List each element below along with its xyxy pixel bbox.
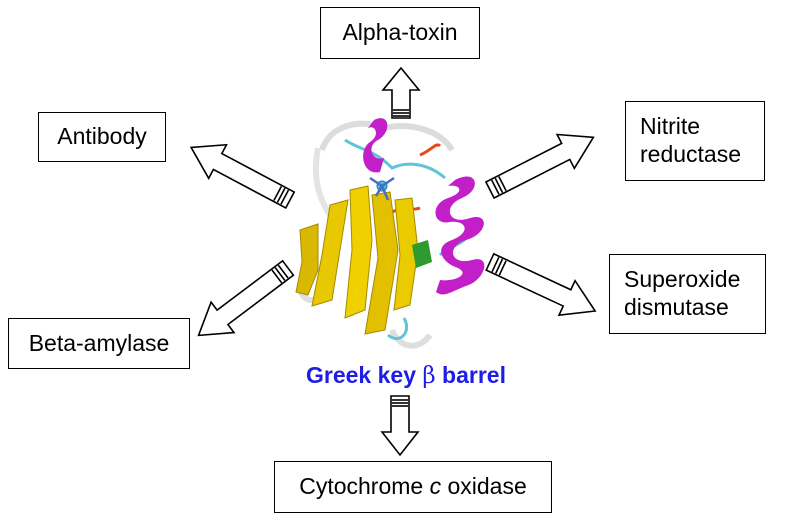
beta-strand [295,223,319,296]
cyto-post: oxidase [441,473,527,500]
coil-loop [312,147,333,217]
superoxide-dismutase-box: Superoxide dismutase [609,254,766,334]
arrow-antibody [189,143,296,210]
superoxide-dismutase-label: Superoxide dismutase [624,266,740,321]
sod-line1: Superoxide [624,266,741,293]
caption-pre: Greek key [306,362,423,388]
greek-key-barrel-illustration [295,118,485,349]
ligand-sticks [369,176,395,201]
sod-line2: dismutase [624,294,729,320]
cyto-pre: Cytochrome [299,473,430,500]
cyan-loop [387,317,409,341]
arrow-sod [485,252,597,317]
alpha-helix-right [435,176,485,295]
nitrite-line1: Nitrite [640,113,701,140]
arrows [189,66,597,457]
beta-strand [393,197,419,311]
coil-loop [389,328,433,349]
beta-strand [311,199,349,307]
beta-amylase-label: Beta-amylase [28,329,170,356]
alpha-toxin-label: Alpha-toxin [342,19,458,46]
nitrite-line2: reductase [640,141,742,167]
alpha-helix-top [363,118,388,173]
antibody-box: Antibody [38,112,166,162]
arrow-nitrite [484,133,595,200]
beta-amylase-box: Beta-amylase [8,318,190,369]
orange-loop [419,143,442,157]
nitrite-reductase-box: Nitrite reductase [625,101,765,181]
antibody-label: Antibody [57,123,147,150]
cyan-loop [344,138,446,180]
caption-beta-symbol: β [422,363,436,389]
beta-strand [344,185,373,319]
beta-strand [364,191,399,335]
cyto-italic-c: c [429,473,442,500]
cytochrome-c-oxidase-label: Cytochrome c oxidase [299,473,527,501]
alpha-toxin-box: Alpha-toxin [320,7,480,59]
cytochrome-c-oxidase-box: Cytochrome c oxidase [274,461,552,513]
arrow-up [381,66,421,119]
greek-key-barrel-caption: Greek key β barrel [256,362,556,389]
nitrite-reductase-label: Nitrite reductase [640,113,741,168]
caption-post: barrel [435,362,506,388]
arrow-beta-amylase [197,259,295,337]
arrow-down [380,395,420,457]
green-segment [412,240,432,268]
